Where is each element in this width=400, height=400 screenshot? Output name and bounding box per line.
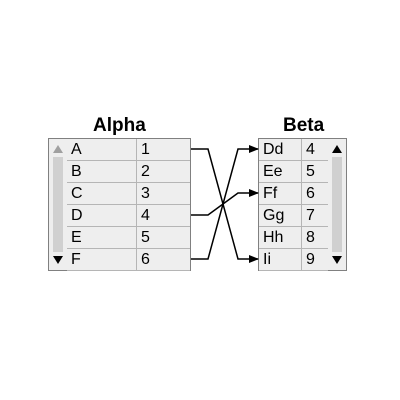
alpha-key-cell: E — [71, 229, 82, 246]
scroll-down-arrow-icon[interactable] — [53, 256, 63, 264]
alpha-key-cell: A — [71, 141, 82, 158]
scroll-down-arrow-icon[interactable] — [332, 256, 342, 264]
beta-value-cell: 5 — [301, 161, 328, 182]
beta-value-cell: 7 — [301, 205, 328, 226]
alpha-value-cell: 6 — [136, 249, 190, 270]
alpha-value-cell: 2 — [136, 161, 190, 182]
beta-key-cell: Gg — [263, 207, 285, 224]
beta-key-cell: Ee — [263, 163, 283, 180]
beta-row[interactable]: Ff 6 — [259, 183, 328, 205]
beta-key-cell: Ff — [263, 185, 278, 202]
alpha-key-cell: C — [71, 185, 83, 202]
beta-value-cell: 8 — [301, 227, 328, 248]
beta-row[interactable]: Gg 7 — [259, 205, 328, 227]
alpha-scrollbar[interactable] — [49, 139, 67, 270]
beta-row[interactable]: Ee 5 — [259, 161, 328, 183]
scroll-up-arrow-icon[interactable] — [332, 145, 342, 153]
beta-table-title: Beta — [283, 115, 325, 136]
beta-value-cell: 9 — [301, 249, 328, 270]
scroll-up-arrow-icon[interactable] — [53, 145, 63, 153]
beta-key-cell: Hh — [263, 229, 284, 246]
beta-scroll-thumb[interactable] — [332, 157, 342, 252]
beta-row[interactable]: Ii 9 — [259, 249, 328, 271]
link-A-to-Ii — [191, 148, 259, 263]
alpha-value-cell: 4 — [136, 205, 190, 226]
alpha-key-cell: F — [71, 251, 81, 268]
beta-key-cell: Dd — [263, 141, 284, 158]
beta-row[interactable]: Dd 4 — [259, 139, 328, 161]
alpha-scroll-thumb[interactable] — [53, 157, 63, 252]
alpha-value-cell: 1 — [136, 139, 190, 160]
beta-value-cell: 6 — [301, 183, 328, 204]
alpha-key-cell: B — [71, 163, 82, 180]
alpha-key-cell: D — [71, 207, 83, 224]
alpha-table-title: Alpha — [93, 115, 146, 136]
beta-row[interactable]: Hh 8 — [259, 227, 328, 249]
link-F-to-Dd — [191, 145, 259, 260]
beta-value-cell: 4 — [301, 139, 328, 160]
beta-scrollbar[interactable] — [328, 139, 346, 270]
alpha-value-cell: 3 — [136, 183, 190, 204]
alpha-value-cell: 5 — [136, 227, 190, 248]
beta-key-cell: Ii — [263, 251, 271, 268]
